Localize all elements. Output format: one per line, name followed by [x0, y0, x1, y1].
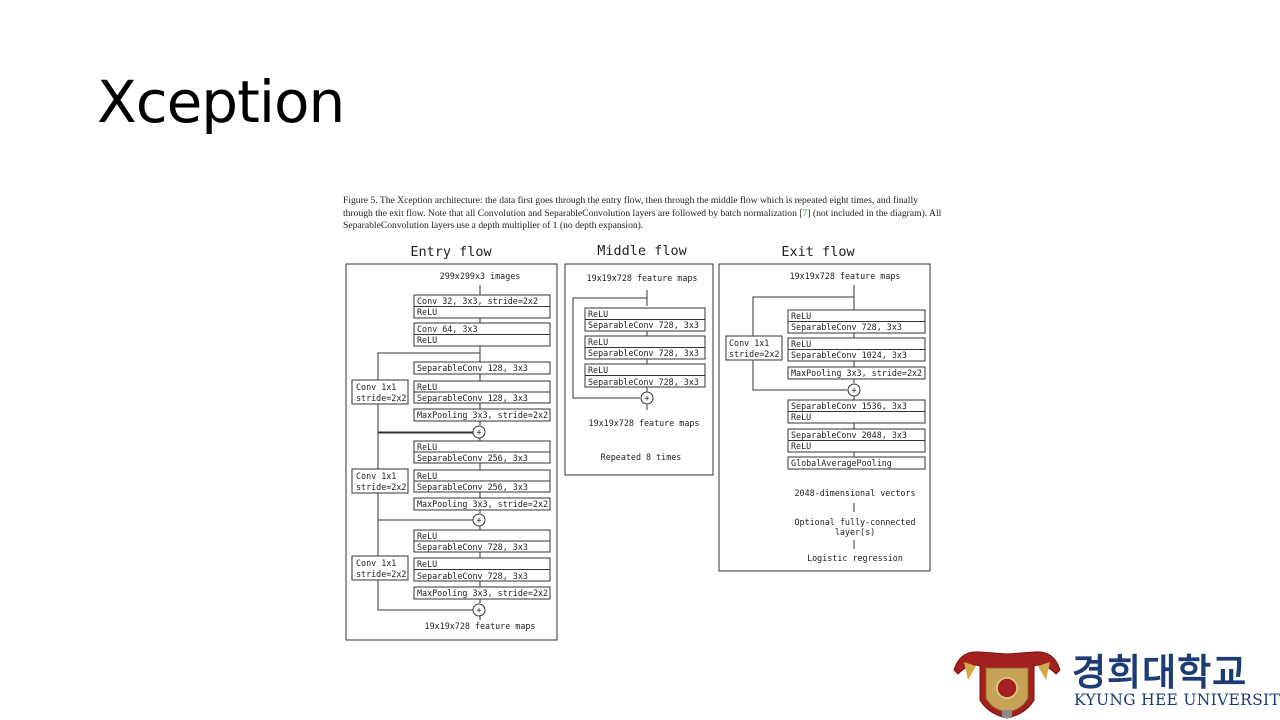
- middle-sepconv728-label: SeparableConv 728, 3x3: [588, 377, 699, 387]
- entry-sepconv256-label: SeparableConv 256, 3x3: [417, 453, 528, 463]
- exit-sepconv1536-label: SeparableConv 1536, 3x3: [791, 401, 907, 411]
- entry-relu-label: ReLU: [417, 335, 437, 345]
- exit-skip-conv1x1-block: [725, 335, 783, 361]
- exit-fc-label: Optional fully-connected: [794, 517, 915, 527]
- middle-repeat-label: Repeated 8 times: [601, 452, 682, 462]
- figure-caption: Figure 5. The Xception architecture: the…: [343, 195, 943, 233]
- middle-sepconv728-label: SeparableConv 728, 3x3: [588, 348, 699, 358]
- university-name-english: KYUNG HEE UNIVERSITY: [1074, 691, 1280, 709]
- entry-sepconv256-label: SeparableConv 256, 3x3: [417, 482, 528, 492]
- entry-skip-stride-label: stride=2x2: [356, 569, 406, 579]
- entry-relu-label: ReLU: [417, 307, 437, 317]
- exit-add-node: [847, 383, 861, 397]
- entry-sepconv128-block: [413, 361, 551, 375]
- entry-add-node: [472, 513, 486, 527]
- middle-flow: Middle flow 19x19x728 feature maps ReLU …: [564, 243, 714, 476]
- entry-maxpool-block: [413, 497, 551, 511]
- entry-skip-conv-label: Conv 1x1: [356, 382, 396, 392]
- exit-input-label: 19x19x728 feature maps: [790, 271, 901, 281]
- exit-sepconv728-label: SeparableConv 728, 3x3: [791, 322, 902, 332]
- entry-relu-label: ReLU: [417, 531, 437, 541]
- entry-flow-title: Entry flow: [410, 244, 492, 260]
- middle-flow-title: Middle flow: [597, 243, 687, 259]
- exit-logistic-regression-label: Logistic regression: [807, 553, 903, 563]
- entry-add-node: [472, 603, 486, 617]
- exit-relu-label: ReLU: [791, 311, 811, 321]
- entry-relu-label: ReLU: [417, 382, 437, 392]
- entry-relu-label: ReLU: [417, 559, 437, 569]
- exit-relu-label: ReLU: [791, 412, 811, 422]
- entry-maxpool-label: MaxPooling 3x3, stride=2x2: [417, 499, 548, 509]
- middle-sepconv728-label: SeparableConv 728, 3x3: [588, 320, 699, 330]
- plus-symbol: +: [644, 393, 649, 403]
- exit-relu-label: ReLU: [791, 441, 811, 451]
- entry-skip-stride-label: stride=2x2: [356, 393, 406, 403]
- entry-skip-conv1x1-block: [351, 468, 409, 494]
- exit-skip-conv-label: Conv 1x1: [729, 338, 769, 348]
- plus-symbol: +: [476, 605, 481, 615]
- exit-fc-layers-label: layer(s): [835, 527, 875, 537]
- plus-symbol: +: [851, 385, 856, 395]
- plus-symbol: +: [476, 427, 481, 437]
- entry-sepconv128-label: SeparableConv 128, 3x3: [417, 363, 528, 373]
- exit-sepconv1024-label: SeparableConv 1024, 3x3: [791, 350, 907, 360]
- entry-sepconv728-label: SeparableConv 728, 3x3: [417, 571, 528, 581]
- middle-relu-label: ReLU: [588, 309, 608, 319]
- exit-flow: Exit flow 19x19x728 feature maps ReLU Se…: [718, 244, 931, 572]
- entry-skip-conv-label: Conv 1x1: [356, 558, 396, 568]
- entry-maxpool-block: [413, 586, 551, 600]
- university-name-korean: 경희대학교: [1072, 651, 1248, 694]
- caption-text-2: ] (not included in the diagram). All Sep…: [343, 207, 942, 232]
- entry-sepconv728-label: SeparableConv 728, 3x3: [417, 542, 528, 552]
- entry-conv32-label: Conv 32, 3x3, stride=2x2: [417, 296, 538, 306]
- entry-sepconv128-label: SeparableConv 128, 3x3: [417, 393, 528, 403]
- entry-skip-conv-label: Conv 1x1: [356, 471, 396, 481]
- entry-conv64-label: Conv 64, 3x3: [417, 324, 478, 334]
- plus-symbol: +: [476, 515, 481, 525]
- entry-input-label: 299x299x3 images: [440, 271, 521, 281]
- entry-maxpool-label: MaxPooling 3x3, stride=2x2: [417, 410, 548, 420]
- university-emblem: [953, 651, 1061, 719]
- exit-gap-label: GlobalAveragePooling: [791, 458, 892, 468]
- exit-maxpool-label: MaxPooling 3x3, stride=2x2: [791, 368, 922, 378]
- entry-maxpool-block: [413, 408, 551, 422]
- slide-title: Xception: [97, 68, 345, 136]
- entry-skip-conv1x1-block: [351, 379, 409, 405]
- entry-flow: Entry flow 299x299x3 images Conv 32, 3x3…: [345, 244, 558, 641]
- caption-reference-link[interactable]: 7: [802, 207, 808, 219]
- exit-skip-stride-label: stride=2x2: [729, 349, 779, 359]
- caption-text-1: Figure 5. The Xception architecture: the…: [343, 195, 918, 219]
- middle-relu-label: ReLU: [588, 337, 608, 347]
- middle-add-node: [640, 391, 654, 405]
- exit-sepconv2048-label: SeparableConv 2048, 3x3: [791, 430, 907, 440]
- entry-output-label: 19x19x728 feature maps: [425, 621, 536, 631]
- middle-input-label: 19x19x728 feature maps: [587, 273, 698, 283]
- entry-relu-label: ReLU: [417, 471, 437, 481]
- entry-skip-conv1x1-block: [351, 555, 409, 581]
- entry-skip-stride-label: stride=2x2: [356, 482, 406, 492]
- exit-relu-label: ReLU: [791, 339, 811, 349]
- middle-relu-label: ReLU: [588, 365, 608, 375]
- middle-output-label: 19x19x728 feature maps: [589, 418, 700, 428]
- exit-flow-title: Exit flow: [781, 244, 855, 260]
- entry-relu-label: ReLU: [417, 442, 437, 452]
- exit-gap-block: [787, 456, 926, 470]
- entry-maxpool-label: MaxPooling 3x3, stride=2x2: [417, 588, 548, 598]
- exit-maxpool-block: [787, 366, 926, 380]
- entry-add-node: [472, 425, 486, 439]
- exit-vectors-label: 2048-dimensional vectors: [794, 488, 915, 498]
